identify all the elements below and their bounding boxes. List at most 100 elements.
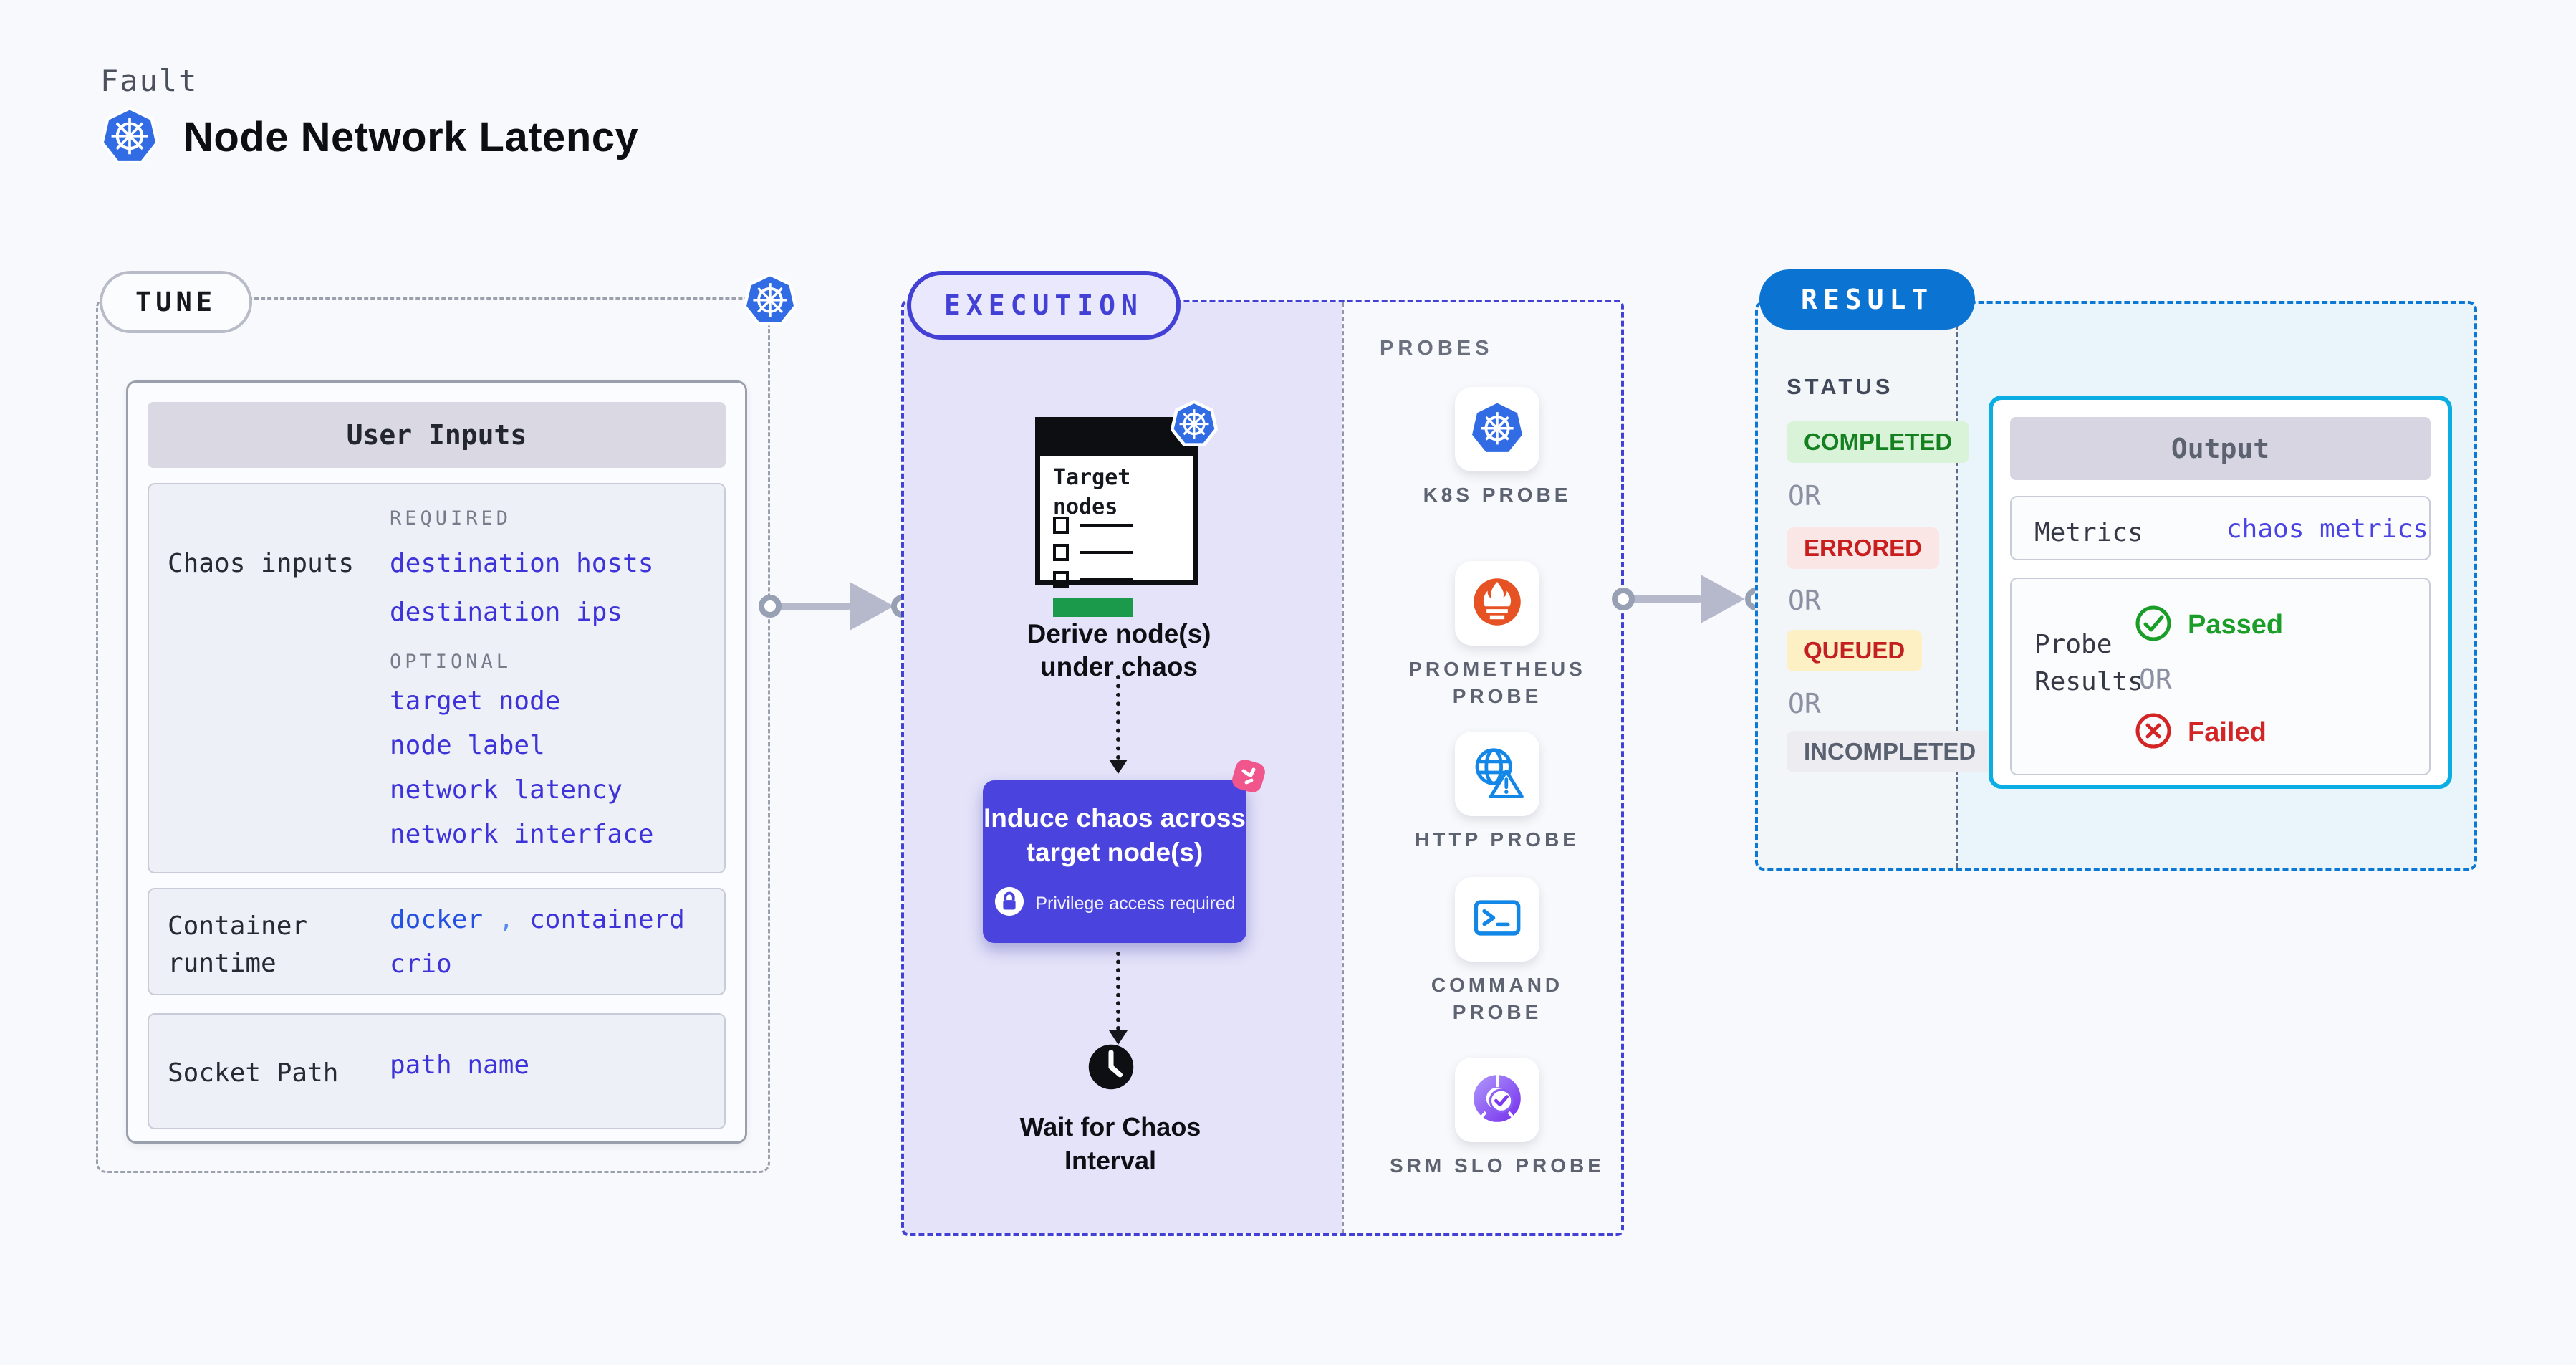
x-circle-icon <box>2135 712 2172 753</box>
lock-icon <box>994 886 1025 922</box>
flow-arrow-down <box>1116 675 1120 760</box>
checkbox-row <box>1053 571 1133 588</box>
tune-section: TUNE User Inputs Chaos inputs <box>96 271 797 1173</box>
chaos-inputs-label: Chaos inputs <box>168 549 355 578</box>
check-circle-icon <box>2135 605 2172 646</box>
link-target-node[interactable]: target node <box>390 686 561 716</box>
connector-dot <box>1612 588 1635 610</box>
user-inputs-title: User Inputs <box>346 419 527 451</box>
checkbox-row <box>1053 517 1133 534</box>
link-docker[interactable]: docker <box>390 905 484 934</box>
fault-kind-label: Fault <box>100 63 198 98</box>
tune-badge: TUNE <box>100 271 253 333</box>
link-containerd[interactable]: containerd <box>529 905 685 934</box>
prometheus-probe-card <box>1455 561 1539 646</box>
link-chaos-metrics[interactable]: chaos metrics <box>2226 514 2428 544</box>
probe-results-row: Probe Results Passed OR <box>2010 578 2431 775</box>
connector-dot <box>759 595 782 618</box>
arrowhead-icon <box>1109 760 1128 774</box>
execution-badge-label: EXECUTION <box>944 289 1143 321</box>
arrowhead-icon <box>850 582 894 631</box>
target-nodes-title: Target nodes <box>1053 465 1131 519</box>
result-badge: RESULT <box>1759 269 1976 330</box>
output-header: Output <box>2010 417 2431 480</box>
status-column <box>1758 304 1958 868</box>
status-heading: STATUS <box>1787 374 1894 399</box>
http-probe-card <box>1455 732 1539 816</box>
induce-chaos-card: Induce chaos across target node(s) Privi… <box>983 780 1246 943</box>
k8s-probe-card <box>1455 387 1539 471</box>
document-header-bar <box>1040 422 1193 456</box>
output-title: Output <box>2171 433 2270 464</box>
probe-label: K8S PROBE <box>1423 484 1572 506</box>
derive-nodes-label: Derive node(s) under chaos <box>1027 619 1211 682</box>
result-section: RESULT STATUS COMPLETED OR ERRORED OR QU… <box>1755 269 2477 871</box>
link-destination-hosts[interactable]: destination hosts <box>390 549 654 578</box>
execution-section: EXECUTION Target nodes <box>901 271 1624 1236</box>
socket-path-group: Socket Path path name <box>148 1013 726 1129</box>
container-runtime-group: Container runtime docker , containerd cr… <box>148 888 726 995</box>
progress-bar <box>1053 598 1133 617</box>
checkbox-row <box>1053 544 1133 561</box>
link-crio[interactable]: crio <box>390 949 452 979</box>
link-network-latency[interactable]: network latency <box>390 775 623 805</box>
status-badge-errored: ERRORED <box>1787 527 1940 569</box>
srm-slo-probe-card <box>1455 1058 1539 1142</box>
execution-badge: EXECUTION <box>907 271 1181 340</box>
prometheus-icon <box>1469 574 1525 633</box>
failed-result: Failed <box>2135 712 2267 753</box>
tune-badge-label: TUNE <box>135 287 217 317</box>
metrics-row: Metrics chaos metrics <box>2010 496 2431 560</box>
kubernetes-icon <box>743 272 797 330</box>
execution-to-result-arrow <box>1628 595 1702 603</box>
or-separator: OR <box>2139 664 2172 695</box>
http-globe-icon <box>1469 744 1526 805</box>
command-probe-card <box>1455 877 1539 962</box>
link-network-interface[interactable]: network interface <box>390 820 654 849</box>
clock-icon <box>1083 1039 1139 1098</box>
failed-label: Failed <box>2188 717 2267 747</box>
probe-label: HTTP PROBE <box>1415 828 1580 851</box>
status-badge-incompleted: INCOMPLETED <box>1787 731 1994 772</box>
probe-label: SRM SLO PROBE <box>1390 1154 1605 1177</box>
induce-chaos-label: Induce chaos across target node(s) <box>983 803 1246 867</box>
probe-label: PROMETHEUS PROBE <box>1408 658 1586 707</box>
output-card: Output Metrics chaos metrics Probe Resul… <box>1989 396 2452 789</box>
kubernetes-icon <box>100 106 159 168</box>
or-separator: OR <box>1788 688 1821 719</box>
kubernetes-icon <box>1469 400 1525 459</box>
link-node-label[interactable]: node label <box>390 731 545 760</box>
privilege-note: Privilege access required <box>994 886 1236 922</box>
required-heading: REQUIRED <box>390 507 512 530</box>
page-title: Node Network Latency <box>183 114 639 161</box>
passed-label: Passed <box>2188 610 2284 640</box>
flow-arrow-down <box>1116 952 1120 1030</box>
result-badge-label: RESULT <box>1801 284 1934 315</box>
metrics-label: Metrics <box>2034 518 2143 547</box>
arrowhead-icon <box>1109 1030 1128 1045</box>
socket-path-label: Socket Path <box>168 1058 339 1088</box>
probe-label: COMMAND PROBE <box>1431 974 1564 1023</box>
probe-results-label: Probe Results <box>2034 630 2143 697</box>
container-runtime-values: docker , containerd <box>390 905 685 934</box>
wait-interval-label: Wait for Chaos Interval <box>1019 1112 1201 1175</box>
page-header: Node Network Latency <box>100 106 638 168</box>
slo-gauge-icon <box>1469 1070 1526 1131</box>
terminal-icon <box>1469 890 1525 949</box>
optional-heading: OPTIONAL <box>390 651 512 673</box>
chaos-inputs-group: Chaos inputs REQUIRED destination hosts … <box>148 483 726 873</box>
or-separator: OR <box>1788 585 1821 616</box>
container-runtime-label: Container runtime <box>168 911 308 979</box>
link-path-name[interactable]: path name <box>390 1050 530 1080</box>
user-inputs-card: User Inputs Chaos inputs REQUIRED destin… <box>126 380 747 1144</box>
runtime-separator: , <box>498 905 514 934</box>
tune-to-execution-arrow <box>774 603 851 610</box>
litmus-chaos-icon <box>1225 752 1271 802</box>
or-separator: OR <box>1788 480 1821 512</box>
link-destination-ips[interactable]: destination ips <box>390 598 623 627</box>
passed-result: Passed <box>2135 605 2283 646</box>
probes-heading: PROBES <box>1380 337 1494 360</box>
user-inputs-header: User Inputs <box>148 402 726 468</box>
kubernetes-icon <box>1170 400 1219 451</box>
